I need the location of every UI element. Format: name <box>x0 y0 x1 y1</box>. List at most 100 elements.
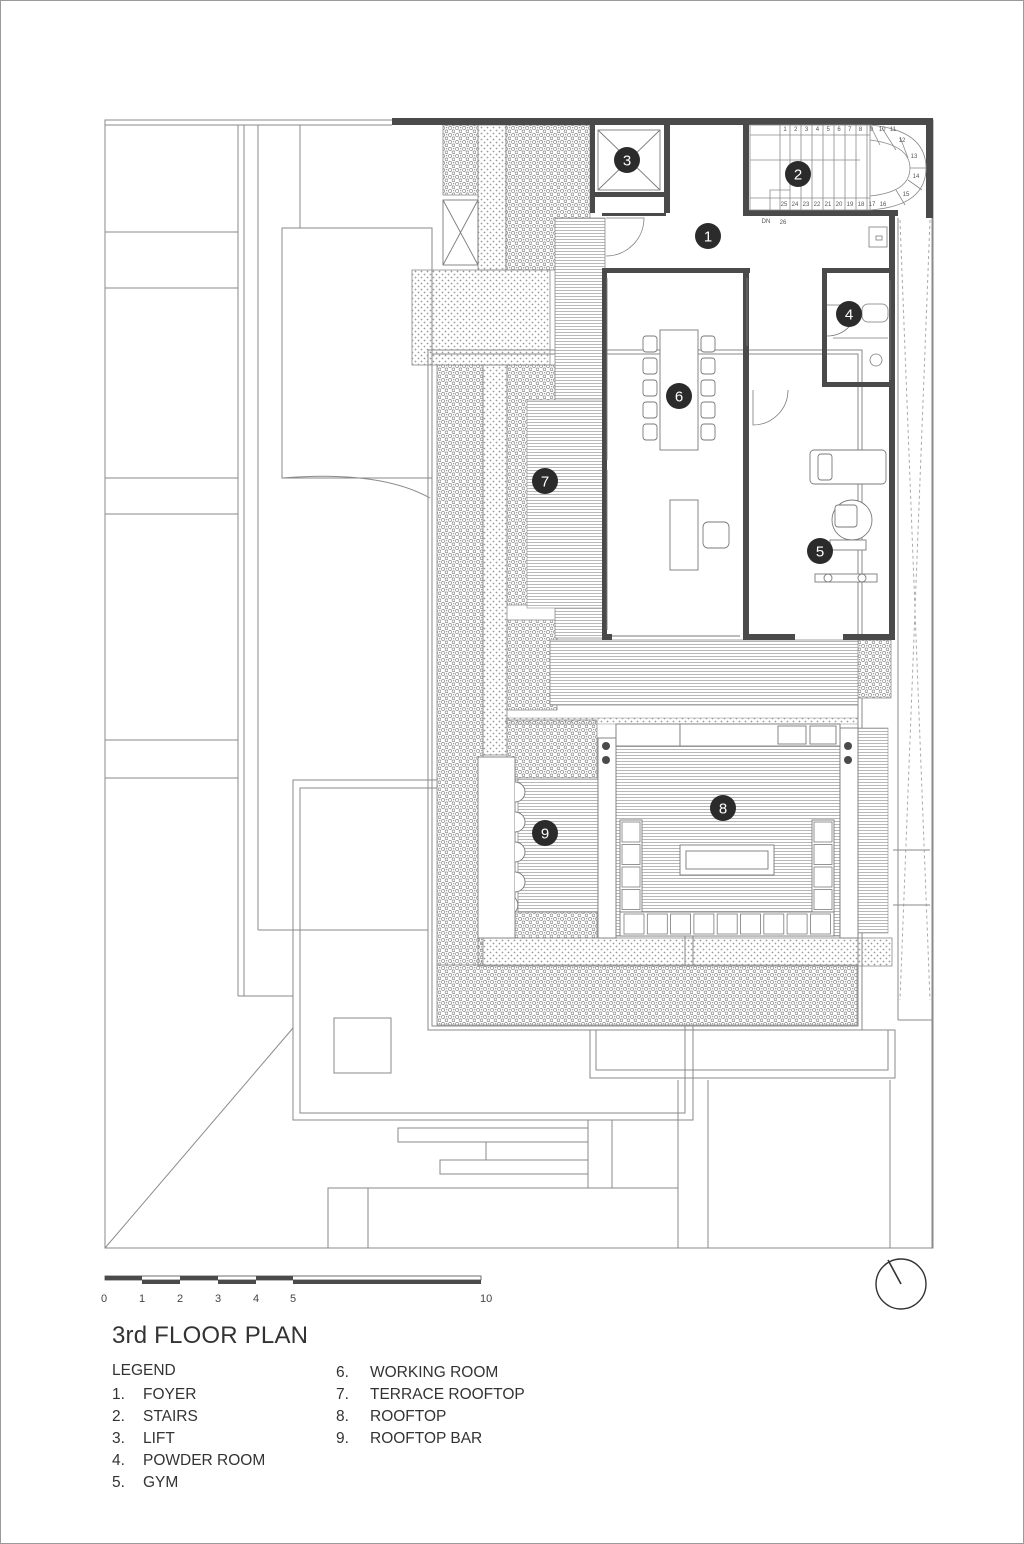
site-outline <box>104 119 934 1249</box>
rooftop-bar-counter <box>477 756 526 939</box>
stair-number: 26 <box>780 220 787 226</box>
legend-number: 6. <box>336 1364 349 1381</box>
stair-number: 7 <box>848 127 852 133</box>
legend-label: TERRACE ROOFTOP <box>370 1386 525 1403</box>
legend-heading: LEGEND <box>112 1362 176 1379</box>
room-marker-circle <box>836 301 862 327</box>
stair-number: 4 <box>816 127 820 133</box>
north-arrow-icon <box>875 1258 927 1310</box>
working-room-furniture <box>606 278 748 637</box>
scale-label: 10 <box>480 1293 493 1305</box>
stair-treads <box>749 124 927 211</box>
stair-number: 9 <box>870 127 874 133</box>
stair-number: DN <box>762 219 771 225</box>
legend-item-lift: 3. LIFT <box>112 1428 265 1450</box>
legend-item-stairs: 2. STAIRS <box>112 1406 265 1428</box>
room-marker-number: 9 <box>541 826 549 843</box>
walls <box>392 118 933 640</box>
seat-cushion <box>621 866 641 888</box>
scale-label: 2 <box>177 1293 184 1305</box>
room-marker-number: 8 <box>719 801 727 818</box>
stair-number: 5 <box>827 127 831 133</box>
seat-cushion <box>810 913 831 935</box>
room-marker-circle <box>785 161 811 187</box>
stair-number: 13 <box>911 154 918 160</box>
stair-number: 14 <box>913 174 920 180</box>
rooftop-seating <box>597 723 859 939</box>
legend-label: POWDER ROOM <box>143 1452 266 1469</box>
scale-label: 5 <box>290 1293 297 1305</box>
stair-number: 20 <box>836 202 843 208</box>
legend-column-right: 6.WORKING ROOM 7. TERRACE ROOFTOP 8.ROOFT… <box>336 1362 525 1450</box>
terrace-decking <box>517 217 889 937</box>
room-marker-number: 7 <box>541 474 549 491</box>
legend-label: ROOFTOP BAR <box>370 1430 483 1447</box>
legend-number: 3. <box>112 1430 125 1447</box>
legend-label: GYM <box>143 1474 179 1491</box>
legend-column-left: 1. FOYER 2. STAIRS 3. LIFT 4.POWDER ROOM 5.… <box>112 1384 265 1494</box>
room-marker-circle <box>695 223 721 249</box>
seat-cushion <box>621 889 641 910</box>
legend-item-powder-room: 4.POWDER ROOM <box>112 1450 265 1472</box>
seat-cushion <box>646 913 668 935</box>
stair-number: 23 <box>803 202 810 208</box>
seat-cushion <box>693 913 715 935</box>
powder-room-fixtures <box>833 226 891 380</box>
gym-equipment <box>809 449 887 583</box>
stair-number: 25 <box>781 202 788 208</box>
legend-label: STAIRS <box>143 1408 198 1425</box>
room-marker-circle <box>710 795 736 821</box>
rooftop-seat-cushions <box>621 821 833 935</box>
legend-label: FOYER <box>143 1386 197 1403</box>
stair-number: 11 <box>890 127 897 133</box>
seat-cushion <box>786 913 808 935</box>
seat-cushion <box>670 913 691 935</box>
stair-number: 8 <box>859 127 863 133</box>
stair-number: 12 <box>899 138 906 144</box>
seat-cushion <box>813 821 833 843</box>
stair-number: 16 <box>880 202 887 208</box>
legend-number: 9. <box>336 1430 349 1447</box>
legend-item-working-room: 6.WORKING ROOM <box>336 1362 525 1384</box>
stair-number: 24 <box>792 202 799 208</box>
seat-cushion <box>763 913 785 935</box>
seat-cushion <box>621 844 641 865</box>
legend-number: 7. <box>336 1386 349 1403</box>
seat-cushion <box>740 913 761 935</box>
stair-number: 18 <box>858 202 865 208</box>
room-marker-circle <box>532 468 558 494</box>
legend-item-foyer: 1. FOYER <box>112 1384 265 1406</box>
stair-number: 3 <box>805 127 809 133</box>
stair-number: 2 <box>794 127 798 133</box>
scale-label: 0 <box>101 1293 108 1305</box>
room-marker-number: 1 <box>704 229 712 246</box>
seat-cushion <box>716 913 738 935</box>
stair-number: 21 <box>825 202 832 208</box>
stair-number: 22 <box>814 202 821 208</box>
stair-number: 1 <box>783 127 787 133</box>
room-marker-circle <box>532 820 558 846</box>
room-marker-circle <box>807 538 833 564</box>
seat-cushion <box>621 821 641 843</box>
room-marker-number: 6 <box>675 389 683 406</box>
scale-label: 1 <box>139 1293 146 1305</box>
stair-number: 6 <box>837 127 841 133</box>
legend-label: LIFT <box>143 1430 175 1447</box>
stair-number: 19 <box>847 202 854 208</box>
room-marker-circle <box>666 383 692 409</box>
legend-number: 1. <box>112 1386 125 1403</box>
seat-cushion <box>813 889 833 910</box>
plan-title: 3rd FLOOR PLAN <box>112 1322 309 1349</box>
room-marker-number: 4 <box>845 307 853 324</box>
seat-cushion <box>813 866 833 888</box>
room-marker-number: 5 <box>816 544 824 561</box>
legend-item-rooftop-bar: 9. ROOFTOP BAR <box>336 1428 525 1450</box>
legend-item-rooftop: 8.ROOFTOP <box>336 1406 525 1428</box>
room-marker-circle <box>614 147 640 173</box>
legend-item-gym: 5.GYM <box>112 1472 265 1494</box>
legend-number: 2. <box>112 1408 125 1425</box>
stair-number: 17 <box>869 202 876 208</box>
lights <box>602 742 852 764</box>
